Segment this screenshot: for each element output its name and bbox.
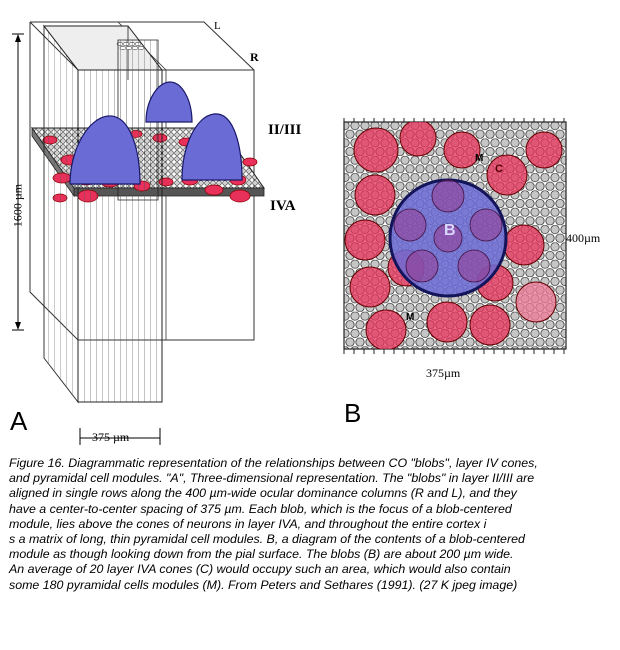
cone <box>242 157 258 167</box>
figure-caption: Figure 16. Diagrammatic representation o… <box>9 456 613 593</box>
layer-label-4a: IVA <box>270 198 296 214</box>
caption-line: aligned in single rows along the 400 µm-… <box>9 486 517 501</box>
cone-label: C <box>495 163 503 175</box>
cone <box>365 309 407 349</box>
blob-inner-cones <box>393 179 503 283</box>
cone <box>426 301 468 343</box>
panel-label-b: B <box>344 398 362 428</box>
square-side-dimension: 400µm <box>566 231 601 245</box>
blob <box>145 81 193 123</box>
diagram-svg <box>12 21 567 446</box>
caption-line: have a center-to-center spacing of 375 µ… <box>9 501 512 516</box>
cone <box>515 281 557 323</box>
cone <box>349 266 391 308</box>
blob-label: B <box>444 222 456 239</box>
cone <box>486 154 528 196</box>
cone <box>354 174 396 216</box>
height-dimension: 1600 µm <box>10 183 25 228</box>
cone <box>204 184 224 196</box>
caption-line: module as though looking down from the p… <box>9 547 514 562</box>
module-label: M <box>406 312 415 323</box>
column-label-l: L <box>214 20 221 32</box>
caption-line: some 180 pyramidal cells modules (M). Fr… <box>9 577 518 592</box>
caption-line: Figure 16. Diagrammatic representation o… <box>9 456 538 470</box>
cone <box>503 224 545 266</box>
layer-label-2-3: II/III <box>268 122 302 138</box>
cone <box>229 189 251 203</box>
caption-line: module, lies above the cones of neurons … <box>9 516 487 531</box>
caption-line: s a matrix of long, thin pyramidal cell … <box>9 532 525 547</box>
cone <box>525 131 563 169</box>
cones-group <box>344 122 563 349</box>
column-label-r: R <box>250 50 259 64</box>
figure-diagram: L R II/III IVA 1600 µm 375 µm A 400µm 37… <box>10 20 601 446</box>
square-bottom-dimension: 375µm <box>426 366 461 380</box>
blob <box>69 115 141 185</box>
cone <box>469 304 511 346</box>
cone <box>353 127 399 173</box>
column-side <box>43 24 79 404</box>
square-ticks <box>343 118 565 354</box>
blob <box>181 113 243 181</box>
box-edge <box>29 21 255 341</box>
3d-block <box>12 21 265 446</box>
width-dimension-a: 375 µm <box>92 430 130 444</box>
panel-label-a: A <box>10 406 28 436</box>
top-down-square <box>343 118 567 354</box>
caption-line: An average of 20 layer IVA cones (C) wou… <box>9 562 511 577</box>
caption-line: and pyramidal cell modules. "A", Three-d… <box>9 471 535 486</box>
cone <box>443 131 481 169</box>
cone <box>344 219 386 261</box>
cone <box>399 122 437 157</box>
module-label: M <box>475 153 484 164</box>
